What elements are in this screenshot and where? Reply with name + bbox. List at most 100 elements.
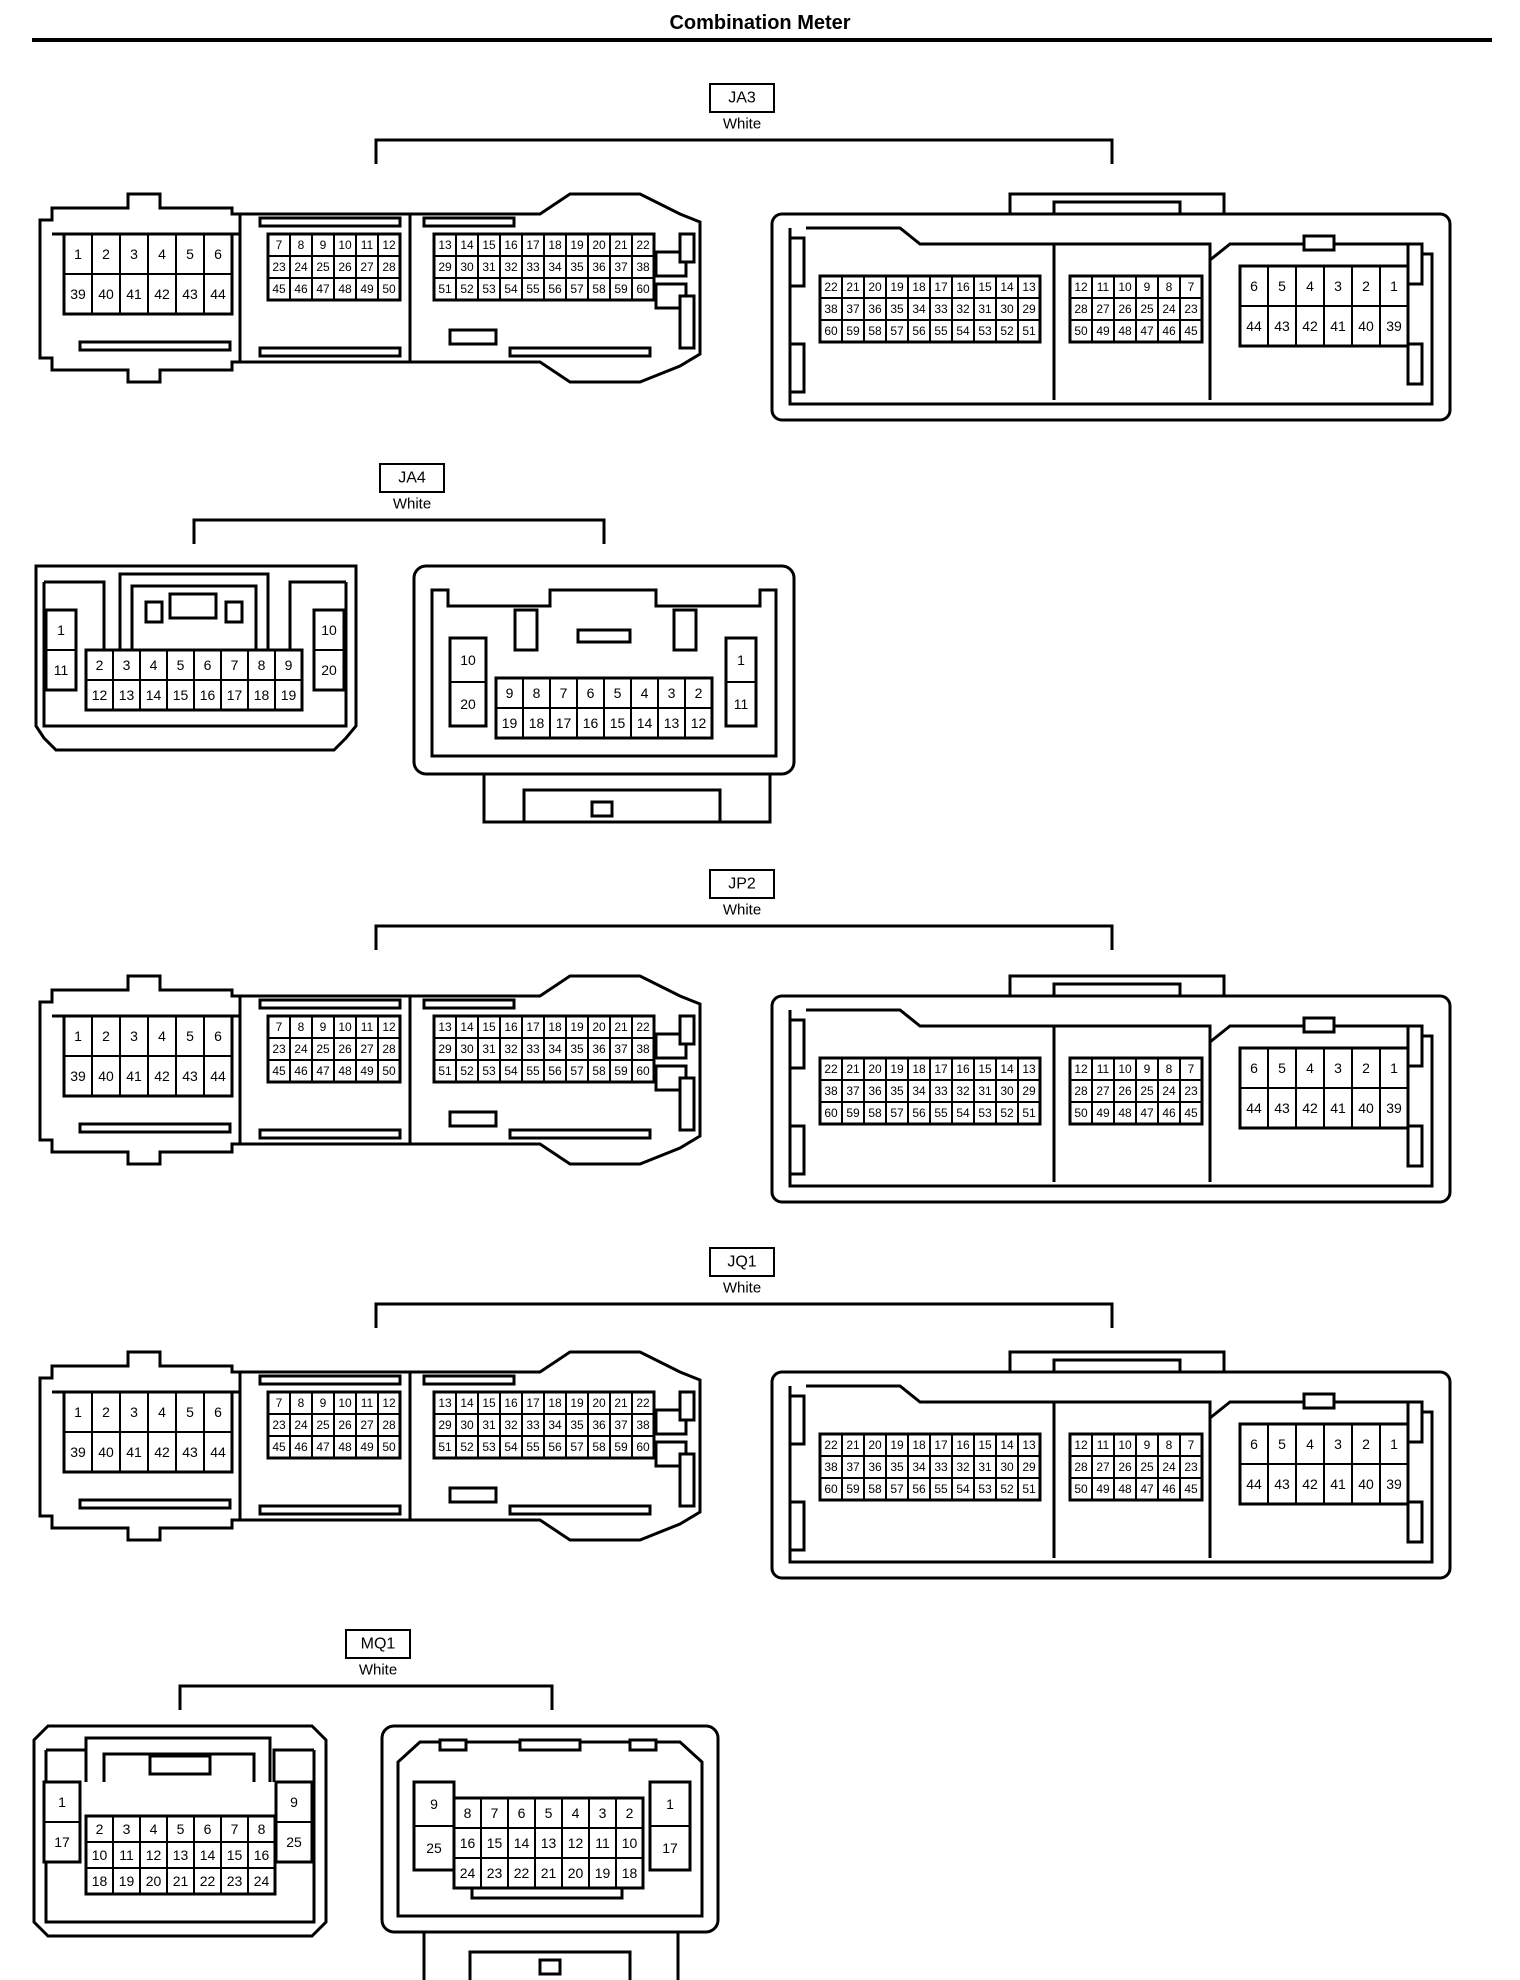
pin-number: 5 (177, 657, 185, 673)
pin-number: 39 (70, 286, 86, 302)
pin-number: 22 (824, 1062, 838, 1076)
pin-number: 16 (254, 1847, 270, 1863)
pin-grid-border (1068, 1056, 1204, 1126)
pin-grid-border (432, 232, 656, 302)
bottom-lock (422, 1932, 680, 1980)
keyway (513, 608, 539, 652)
connector-color: White (723, 1280, 761, 1297)
pin-number: 20 (868, 1062, 882, 1076)
pin-number: 60 (636, 1440, 650, 1454)
pin-number: 8 (1166, 1438, 1173, 1452)
pin-number: 15 (978, 1438, 992, 1452)
pin-number: 48 (1118, 1482, 1132, 1496)
side-tab (678, 1452, 696, 1508)
pin-number: 12 (1074, 280, 1088, 294)
pin-cell (112, 1815, 141, 1843)
pin-number: 52 (1000, 1482, 1014, 1496)
pin-number: 6 (204, 1821, 212, 1837)
pin-number: 18 (92, 1873, 108, 1889)
pin-cell (220, 1841, 249, 1869)
pin-number: 14 (1000, 1438, 1014, 1452)
pin-grid-border (1068, 274, 1204, 344)
pin-number: 5 (186, 246, 194, 262)
pin-number: 4 (572, 1805, 580, 1821)
pin-number: 45 (272, 1064, 286, 1078)
pin-number: 10 (1118, 280, 1132, 294)
pin-grid-border (266, 1390, 402, 1460)
pin-number: 53 (482, 282, 496, 296)
pin-number: 44 (1246, 318, 1262, 334)
pin-number: 12 (568, 1835, 584, 1851)
pin-number: 12 (1074, 1062, 1088, 1076)
pin-number: 48 (338, 1440, 352, 1454)
pin-number: 17 (227, 687, 243, 703)
bottom-tab (538, 1958, 562, 1976)
connector-bracket (374, 924, 1114, 950)
pin-number: 9 (430, 1796, 438, 1812)
pin-number: 8 (533, 685, 541, 701)
pin-number: 50 (382, 282, 396, 296)
pin-number: 45 (1184, 324, 1198, 338)
male-housing-outline (32, 1724, 328, 1938)
side-tab (788, 1018, 806, 1070)
pin-number: 44 (210, 286, 226, 302)
pin-number: 53 (482, 1440, 496, 1454)
pin-number: 33 (526, 260, 540, 274)
pin-number: 10 (338, 1020, 352, 1034)
pin-cell (63, 1431, 93, 1473)
male-housing-outline (38, 974, 702, 1166)
pin-number: 50 (1074, 1482, 1088, 1496)
pin-number: 20 (321, 662, 337, 678)
pin-number: 22 (824, 280, 838, 294)
connector-id-box (709, 1247, 775, 1277)
pin-number: 46 (294, 282, 308, 296)
pin-number: 9 (1144, 280, 1151, 294)
pin-number: 37 (614, 1042, 628, 1056)
latch-slot (448, 328, 498, 346)
pin-number: 7 (231, 657, 239, 673)
keyway (628, 1738, 658, 1752)
female-side-left: 925 (412, 1780, 456, 1872)
pin-number: 11 (361, 1396, 374, 1410)
pin-number: 55 (934, 324, 948, 338)
pin-number: 54 (956, 1106, 970, 1120)
pin-number: 21 (846, 1062, 860, 1076)
pin-number: 21 (614, 238, 628, 252)
connector-bracket (192, 518, 606, 544)
pin-number: 59 (846, 324, 860, 338)
pin-number: 19 (119, 1873, 135, 1889)
pin-number: 20 (592, 1396, 606, 1410)
pin-number: 20 (568, 1865, 584, 1881)
pin-number: 46 (1162, 1482, 1176, 1496)
pin-number: 47 (1140, 1106, 1154, 1120)
pin-number: 57 (890, 324, 904, 338)
pin-grid-border (1238, 1422, 1410, 1506)
pin-number: 51 (438, 1440, 452, 1454)
pin-grid-border (818, 274, 1042, 344)
pin-number: 40 (1358, 1476, 1374, 1492)
pin-number: 14 (1000, 1062, 1014, 1076)
female-side-right: 117 (648, 1780, 692, 1872)
pin-number: 2 (102, 1404, 110, 1420)
latch-slot (448, 1110, 498, 1128)
pin-number: 1 (74, 246, 82, 262)
pin-number: 2 (626, 1805, 634, 1821)
pin-number: 19 (570, 1020, 584, 1034)
latch-tab (224, 600, 244, 624)
pin-number: 8 (1166, 280, 1173, 294)
pin-grid-border (62, 1390, 234, 1474)
pin-number: 3 (1334, 1060, 1342, 1076)
pin-number: 57 (570, 282, 584, 296)
pin-number: 28 (1074, 302, 1088, 316)
pin-number: 12 (382, 238, 396, 252)
pin-number: 30 (1000, 1460, 1014, 1474)
pin-number: 38 (636, 1042, 650, 1056)
pin-number: 16 (956, 280, 970, 294)
